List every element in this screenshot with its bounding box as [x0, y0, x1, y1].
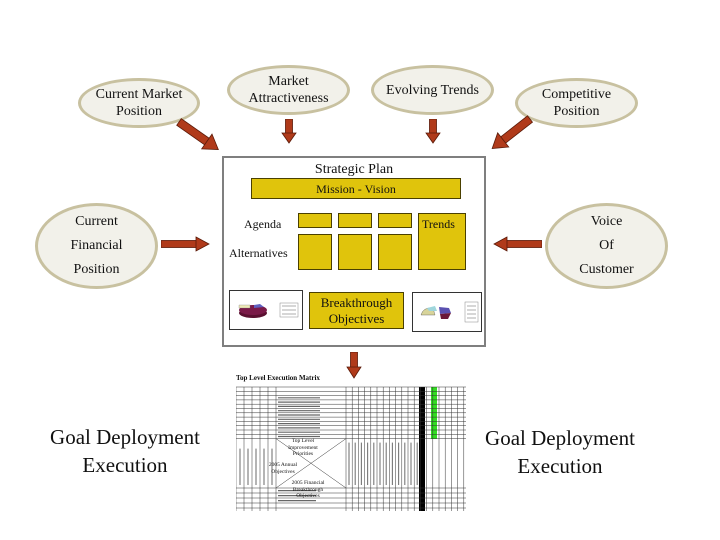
trends-label: Trends — [422, 217, 455, 231]
matrix-center-text: Objectives — [296, 493, 320, 499]
trends-box: Trends — [418, 213, 466, 270]
strategic-plan-title: Strategic Plan — [314, 162, 394, 177]
oval-label: Customer — [579, 262, 634, 277]
oval-label: Position — [73, 262, 120, 277]
oval-market-attractiveness: Market Attractiveness — [227, 65, 350, 115]
arrow-diagonal-right-icon — [176, 118, 219, 150]
goal-deployment-line: Goal Deployment — [485, 426, 635, 450]
arrow-down-icon — [425, 119, 441, 144]
matrix-center-left: 2005 Annual Objectives — [263, 462, 303, 475]
matrix-black-column — [419, 387, 425, 511]
pie-chart-thumbnail-left — [229, 290, 303, 330]
oval-current-financial-position: Current Financial Position — [35, 203, 158, 289]
oval-label: Current — [75, 214, 118, 229]
alternative-box-1 — [298, 234, 332, 270]
arrow-down-icon — [346, 352, 362, 379]
goal-deployment-line: Goal Deployment — [50, 425, 200, 449]
oval-label: Evolving Trends — [386, 82, 479, 98]
arrow-left-icon — [493, 236, 542, 252]
alternative-box-2 — [338, 234, 372, 270]
alternatives-label: Alternatives — [229, 246, 288, 260]
goal-deployment-line: Execution — [517, 454, 603, 478]
agenda-label: Agenda — [244, 217, 282, 231]
breakthrough-objectives-box: Breakthrough Objectives — [309, 292, 404, 329]
oval-label: Position — [116, 104, 162, 119]
alternative-box-3 — [378, 234, 412, 270]
oval-evolving-trends: Evolving Trends — [371, 65, 494, 115]
oval-label: Attractiveness — [248, 91, 329, 106]
matrix-center-text: Improvement — [288, 444, 318, 451]
arrow-right-icon — [161, 236, 210, 252]
oval-label: Of — [599, 238, 614, 253]
pie-chart-thumbnail-right — [412, 292, 482, 332]
oval-current-market-position: Current Market Position — [78, 78, 200, 128]
pie-chart-icon — [238, 302, 299, 318]
mission-vision-box: Mission - Vision — [251, 178, 461, 199]
oval-label: Market — [268, 74, 309, 89]
agenda-box-3 — [378, 213, 412, 228]
agenda-box-2 — [338, 213, 372, 228]
oval-competitive-position: Competitive Position — [515, 78, 638, 128]
pie-chart-icon — [420, 301, 479, 323]
strategic-plan-box: Strategic Plan Mission - Vision Agenda A… — [222, 156, 486, 347]
matrix-center-text: 2005 Financial — [291, 480, 325, 486]
goal-deployment-left: Goal Deployment Execution — [45, 423, 205, 479]
matrix-diagonal — [275, 438, 347, 489]
goal-deployment-right: Goal Deployment Execution — [480, 424, 640, 480]
matrix-center-text: Objectives — [271, 468, 295, 475]
matrix-center-text: Priorities — [292, 451, 314, 457]
oval-label: Voice — [590, 214, 623, 229]
goal-deployment-line: Execution — [82, 453, 168, 477]
breakthrough-label: Breakthrough — [320, 294, 393, 310]
arrow-down-icon — [281, 119, 297, 144]
matrix-center-bottom: 2005 Financial Breakthrough Objectives — [278, 480, 338, 500]
matrix-center-top: Top Level Improvement Priorities — [275, 438, 331, 458]
arrow-diagonal-left-icon — [491, 115, 534, 150]
matrix-title: Top Level Execution Matrix — [236, 374, 320, 382]
execution-matrix — [236, 386, 466, 511]
matrix-center-text: 2005 Annual — [268, 462, 298, 468]
oval-voice-of-customer: Voice Of Customer — [545, 203, 668, 289]
breakthrough-label: Objectives — [328, 310, 385, 326]
matrix-center-text: Top Level — [291, 438, 315, 444]
agenda-box-1 — [298, 213, 332, 228]
matrix-center-text: Breakthrough — [292, 486, 324, 493]
oval-label: Position — [553, 104, 600, 119]
oval-label: Competitive — [541, 87, 612, 102]
oval-label: Current Market — [95, 87, 183, 102]
oval-label: Financial — [70, 238, 123, 253]
mission-vision-label: Mission - Vision — [316, 181, 396, 196]
